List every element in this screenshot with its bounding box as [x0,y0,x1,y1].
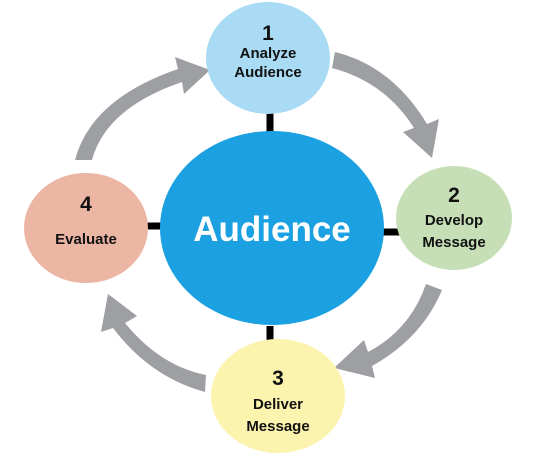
node-4-number: 4 [80,193,92,216]
arrow-4-to-1 [75,57,210,160]
node-analyze-audience [206,2,330,114]
node-1-label-line2: Audience [234,64,302,81]
arrow-1-to-2 [332,52,439,158]
arrow-3-to-4 [101,294,206,392]
node-3-label-line2: Message [246,418,309,435]
node-3-label-line1: Deliver [253,396,303,413]
node-develop-message [396,166,512,270]
node-2-number: 2 [448,184,460,207]
node-1-label-line1: Analyze [240,45,297,62]
arrow-2-to-3 [334,284,442,378]
node-2-label-line1: Develop [425,212,483,229]
node-2-label-line2: Message [422,234,485,251]
center-circle [160,131,384,325]
center-label: Audience [193,210,351,249]
node-3-number: 3 [272,367,284,390]
node-4-label-line1: Evaluate [55,231,117,248]
node-evaluate [24,173,148,283]
node-deliver-message [211,339,345,453]
node-1-number: 1 [262,22,274,45]
